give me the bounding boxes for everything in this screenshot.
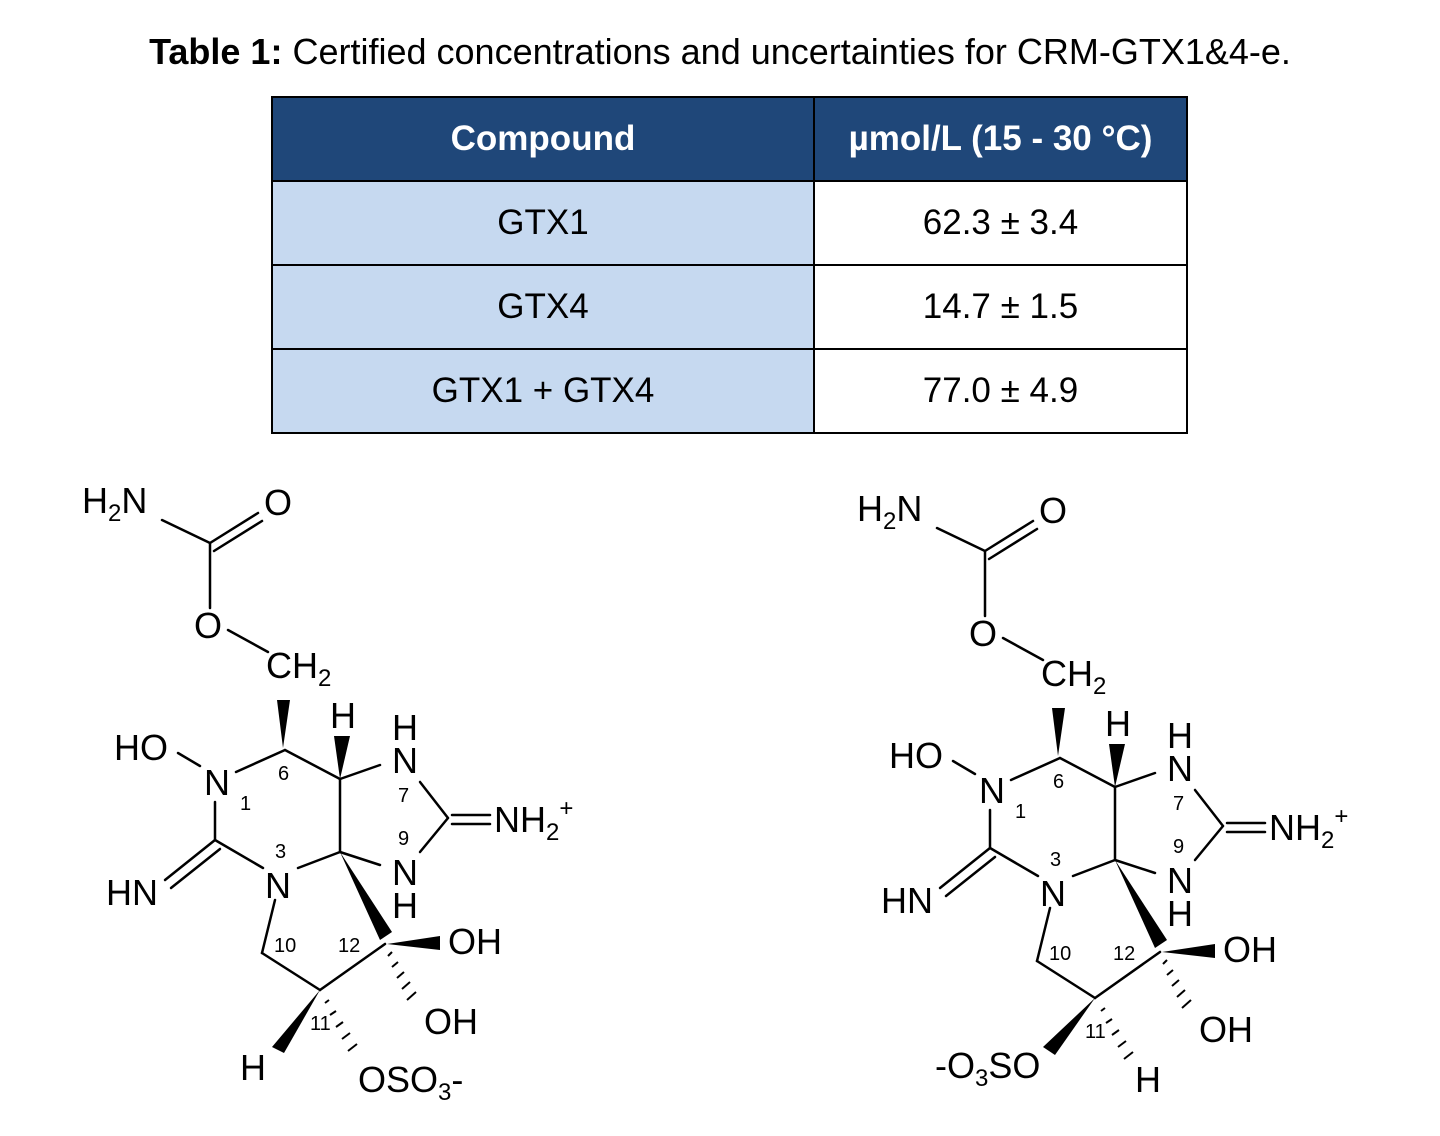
gtx1-h11-label: H <box>240 1047 266 1088</box>
concentration-cell: 14.7 ± 1.5 <box>813 264 1188 350</box>
column-header-compound: Compound <box>271 96 815 182</box>
gtx1-ring-number-7: 7 <box>398 785 409 807</box>
gtx4-ring-number-10: 10 <box>1049 943 1071 965</box>
gtx4-oh-bottom-label: OH <box>1199 1009 1253 1050</box>
gtx1-n9-label: N <box>392 852 418 893</box>
gtx1-ring-number-9: 9 <box>398 828 409 850</box>
gtx1-n9-h-label: H <box>392 885 418 926</box>
gtx1-n1-label: N <box>204 762 230 803</box>
caption-label: Table 1: <box>149 31 283 72</box>
compound-cell: GTX1 <box>271 180 815 266</box>
concentration-cell: 62.3 ± 3.4 <box>813 180 1188 266</box>
gtx1-ring-number-10: 10 <box>274 935 296 957</box>
gtx4-n9-label: N <box>1167 860 1193 901</box>
gtx4-ring-number-9: 9 <box>1173 836 1184 858</box>
gtx4-ring-number-3: 3 <box>1050 849 1061 871</box>
gtx1-carbonyl-o-label: O <box>264 482 292 523</box>
gtx4-ring-number-1: 1 <box>1015 801 1026 823</box>
gtx4-ring-number-11: 11 <box>1085 1021 1106 1043</box>
gtx1-ring-number-11: 11 <box>310 1013 331 1035</box>
concentration-cell: 77.0 ± 4.9 <box>813 348 1188 434</box>
gtx4-nh2plus-label: NH2+ <box>1269 803 1348 854</box>
gtx1-hn-label: HN <box>106 872 158 913</box>
gtx4-ho-label: HO <box>889 735 943 776</box>
gtx4-n7-label: N <box>1167 748 1193 789</box>
gtx4-ch2-label: CH2 <box>1041 653 1106 700</box>
gtx4-ester-o-label: O <box>969 613 997 654</box>
gtx1-h2n-label: H2N <box>82 480 147 527</box>
gtx4-h2n-label: H2N <box>857 488 922 535</box>
gtx1-oh-bottom-label: OH <box>424 1001 478 1042</box>
gtx4-oh-top-label: OH <box>1223 929 1277 970</box>
table-row: GTX4 14.7 ± 1.5 <box>271 264 1188 350</box>
caption-text: Certified concentrations and uncertainti… <box>292 31 1291 72</box>
gtx1-ring-number-6: 6 <box>278 763 289 785</box>
gtx4-ring-number-7: 7 <box>1173 793 1184 815</box>
gtx4-n9-h-label: H <box>1167 893 1193 934</box>
gtx4-n7-h-label: H <box>1167 715 1193 756</box>
table-header-row: Compound µmol/L (15 - 30 °C) <box>271 96 1188 182</box>
gtx1-ch2-label: CH2 <box>266 645 331 692</box>
gtx4-hn-label: HN <box>881 880 933 921</box>
concentration-table: Compound µmol/L (15 - 30 °C) GTX1 62.3 ±… <box>271 96 1188 434</box>
gtx4-n3-label: N <box>1040 873 1066 914</box>
gtx4-ring-number-6: 6 <box>1053 771 1064 793</box>
gtx1-oh-top-label: OH <box>448 921 502 962</box>
column-header-concentration: µmol/L (15 - 30 °C) <box>813 96 1188 182</box>
table-row: GTX1 + GTX4 77.0 ± 4.9 <box>271 348 1188 434</box>
table-row: GTX1 62.3 ± 3.4 <box>271 180 1188 266</box>
gtx4-carbonyl-o-label: O <box>1039 490 1067 531</box>
gtx1-stereo-h-label: H <box>330 695 356 736</box>
gtx1-ring-number-12: 12 <box>338 935 360 957</box>
gtx1-n3-label: N <box>265 865 291 906</box>
gtx1-n7-h-label: H <box>392 707 418 748</box>
gtx4-h11-label: H <box>1135 1059 1161 1100</box>
gtx1-ring-number-3: 3 <box>275 841 286 863</box>
gtx4-ring-number-12: 12 <box>1113 943 1135 965</box>
gtx1-structure: H2N O O CH2 HO N HN N H H N N H NH2+ OH … <box>82 480 573 1106</box>
compound-cell: GTX4 <box>271 264 815 350</box>
gtx4-stereo-h-label: H <box>1105 703 1131 744</box>
gtx1-ester-o-label: O <box>194 605 222 646</box>
gtx1-nh2plus-label: NH2+ <box>494 795 573 846</box>
table-caption: Table 1: Certified concentrations and un… <box>0 30 1440 74</box>
gtx4-oso3-label: -O3SO <box>935 1045 1040 1092</box>
compound-cell: GTX1 + GTX4 <box>271 348 815 434</box>
gtx1-oso3-label: OSO3- <box>358 1059 463 1106</box>
gtx1-n7-label: N <box>392 740 418 781</box>
gtx1-ho-label: HO <box>114 727 168 768</box>
gtx4-n1-label: N <box>979 770 1005 811</box>
gtx1-ring-number-1: 1 <box>240 793 251 815</box>
gtx4-structure: H2N O O CH2 HO N HN N H H N N H NH2+ OH … <box>857 488 1348 1100</box>
